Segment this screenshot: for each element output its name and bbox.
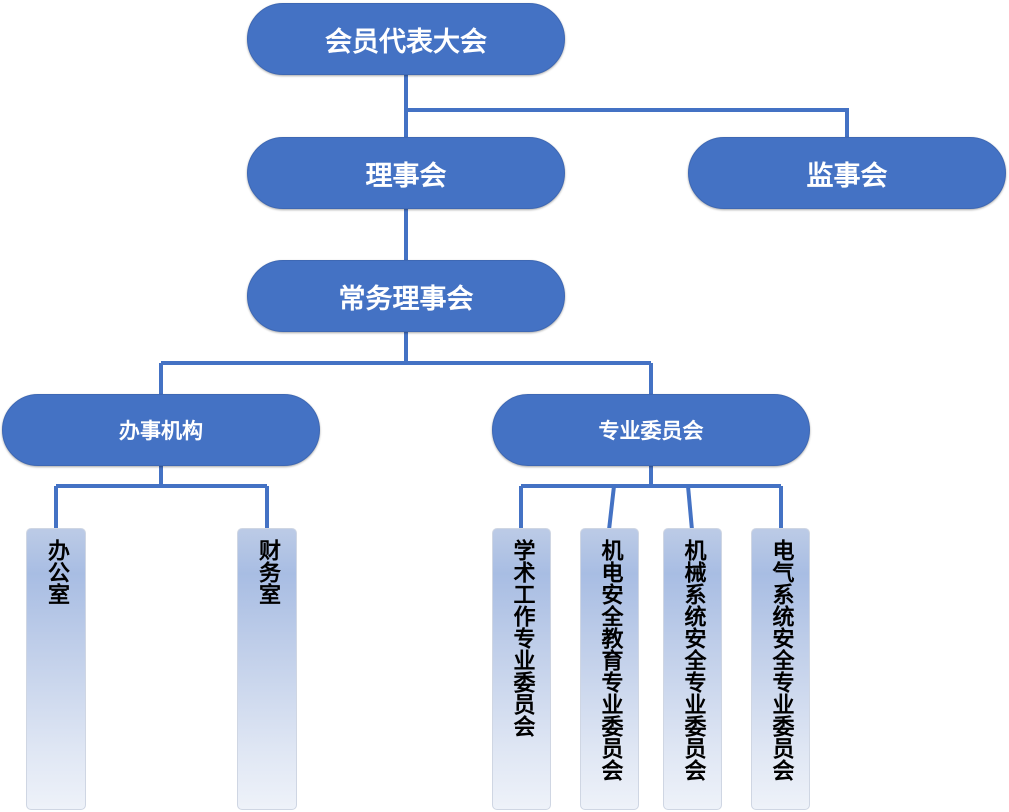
node-special-committees: 专业委员会 (492, 394, 810, 466)
leaf-label: 电气系统安全专业委员会 (768, 539, 794, 781)
node-label: 常务理事会 (338, 283, 474, 315)
leaf-label: 财务室 (255, 539, 280, 605)
leaf-label: 机械系统安全专业委员会 (680, 539, 706, 781)
leaf-label: 办公室 (44, 539, 69, 605)
node-standing-council: 常务理事会 (247, 260, 565, 332)
node-label: 理事会 (365, 160, 447, 192)
leaf-committee-electrical-system-safety: 电气系统安全专业委员会 (751, 528, 810, 810)
edge-standing-branches (159, 331, 653, 395)
leaf-committee-mechanical-system-safety: 机械系统安全专业委员会 (663, 528, 722, 810)
node-label: 办事机构 (119, 419, 203, 443)
edge-assembly-supervisory (406, 108, 849, 138)
node-council: 理事会 (247, 137, 565, 209)
edge-admin-units (54, 465, 269, 530)
node-label: 会员代表大会 (325, 26, 487, 58)
leaf-committee-electromechanical-safety-education: 机电安全教育专业委员会 (580, 528, 639, 810)
leaf-committee-academic: 学术工作专业委员会 (492, 528, 551, 810)
leaf-finance-office: 财务室 (237, 528, 297, 810)
node-administrative-office: 办事机构 (2, 394, 320, 466)
leaf-office: 办公室 (26, 528, 86, 810)
edge-committees (519, 465, 783, 531)
node-label: 专业委员会 (598, 419, 704, 443)
node-label: 监事会 (806, 160, 888, 192)
node-general-assembly: 会员代表大会 (247, 3, 565, 75)
leaf-label: 学术工作专业委员会 (509, 539, 535, 737)
node-supervisory-board: 监事会 (688, 137, 1006, 209)
leaf-label: 机电安全教育专业委员会 (597, 539, 623, 781)
